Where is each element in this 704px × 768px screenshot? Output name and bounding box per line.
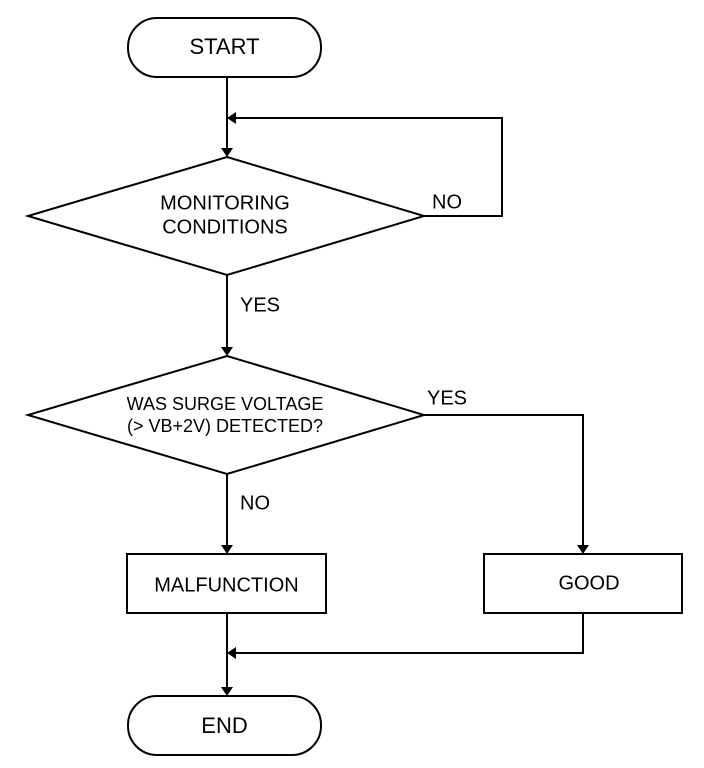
arrowhead-to-end (221, 687, 233, 696)
arrowhead-to-monitoring (221, 148, 233, 157)
decision-surge-line2: (> VB+2V) DETECTED? (127, 416, 323, 436)
monitoring-no-label: NO (432, 191, 462, 213)
surge-no-label: NO (240, 492, 270, 514)
arrowhead-loop-back (227, 112, 236, 124)
surge-yes-label: YES (427, 387, 467, 409)
end-label: END (201, 713, 247, 738)
arrowhead-merge (227, 647, 236, 659)
start-label: START (189, 34, 259, 59)
arrowhead-to-good (577, 545, 589, 554)
arrowhead-to-surge (221, 347, 233, 356)
good-box (483, 553, 683, 614)
arrowhead-to-malfunction (221, 545, 233, 554)
monitoring-yes-label: YES (240, 294, 280, 316)
end-terminal (127, 695, 322, 756)
decision-monitoring-line2: CONDITIONS (162, 216, 288, 238)
good-label: GOOD (558, 572, 619, 594)
decision-monitoring-line1: MONITORING (160, 192, 290, 214)
malfunction-label: MALFUNCTION (154, 574, 298, 596)
connector-surge-yes (424, 414, 584, 545)
decision-surge-line1: WAS SURGE VOLTAGE (127, 394, 324, 414)
malfunction-box (126, 553, 327, 614)
connector-good-merge (236, 613, 584, 654)
connector-monitoring-no-loop (236, 117, 503, 217)
start-terminal (127, 17, 322, 78)
